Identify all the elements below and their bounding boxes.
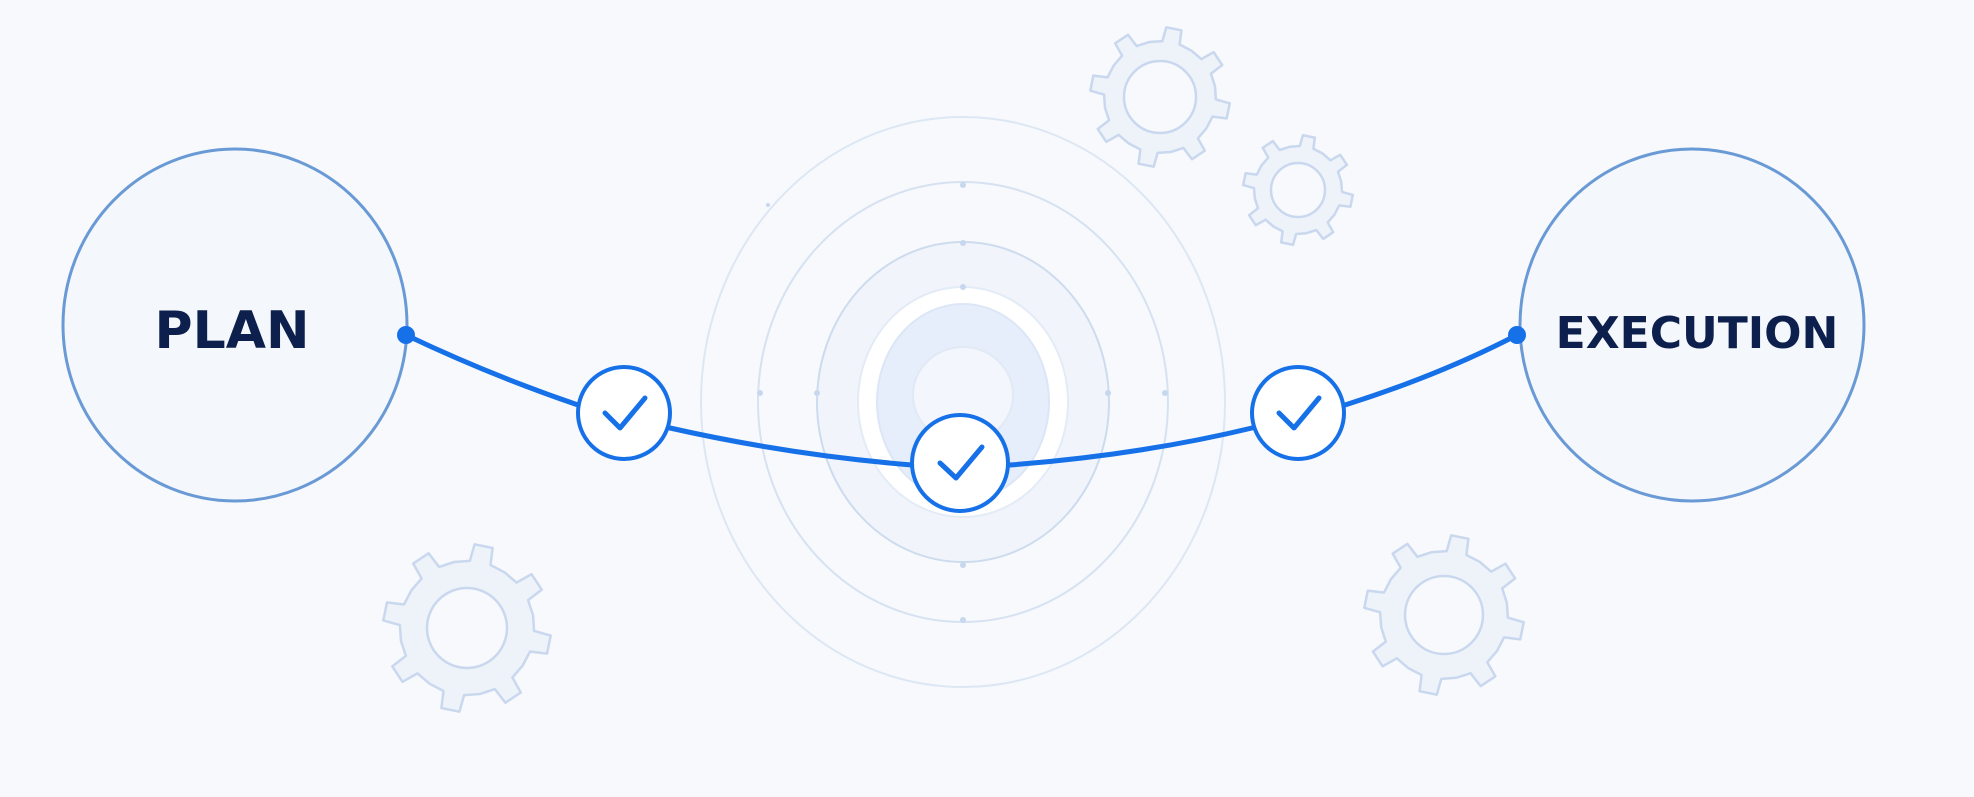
checkpoint-2 — [910, 413, 1010, 513]
node-execution-circle — [1518, 147, 1866, 503]
gear-hole — [1122, 59, 1198, 135]
node-execution-label: EXECUTION — [1556, 308, 1839, 359]
connector-segment-2 — [667, 425, 915, 468]
target-ring-outer — [700, 116, 1226, 688]
checkpoint-3-circle — [1250, 365, 1346, 461]
gear-hole — [1269, 161, 1327, 219]
checkpoint-1-circle — [576, 365, 672, 461]
node-plan-circle — [61, 147, 409, 503]
connector-segment-1 — [403, 332, 581, 408]
gear-hole — [425, 586, 509, 670]
check-icon — [1276, 395, 1322, 431]
node-plan-label: PLAN — [154, 301, 309, 361]
node-plan: PLAN — [61, 147, 409, 503]
target-ring-ticks — [757, 182, 1168, 623]
check-icon — [937, 444, 985, 481]
gear-icon — [1363, 534, 1525, 696]
checkpoint-2-circle — [910, 413, 1010, 513]
gear-icon — [382, 543, 552, 713]
connector-line — [403, 332, 1520, 468]
connector-start-dot — [397, 326, 415, 344]
gear-icon — [1089, 26, 1231, 168]
gear-icon — [1241, 133, 1355, 247]
checkpoint-3 — [1250, 365, 1346, 461]
checkpoint-1 — [576, 365, 672, 461]
connector-segment-4 — [1342, 332, 1520, 408]
connector-end-dot — [1508, 326, 1526, 344]
gear-hole — [1403, 574, 1485, 656]
node-execution: EXECUTION — [1518, 147, 1866, 503]
check-icon — [602, 395, 648, 431]
gear-decorations — [382, 26, 1525, 713]
connector-segment-3 — [1007, 425, 1255, 468]
